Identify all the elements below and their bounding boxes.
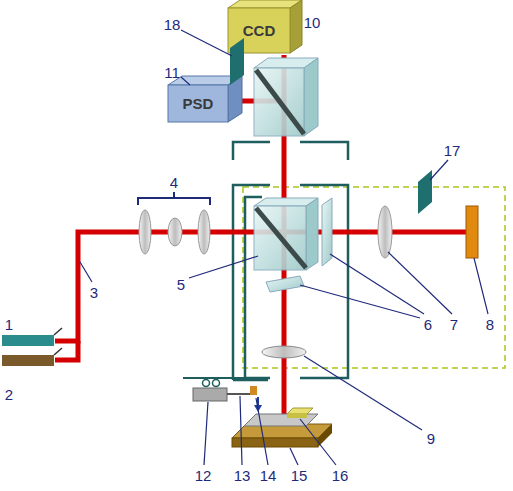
callout-number: 1: [5, 317, 13, 332]
callout-number: 8: [486, 317, 494, 332]
callout-number: 14: [260, 468, 277, 483]
callout-number: 16: [332, 468, 349, 483]
device-label: PSD: [183, 95, 214, 112]
callout-number: 17: [444, 143, 461, 158]
callout-number: 5: [177, 277, 185, 292]
callout-number: 7: [450, 317, 458, 332]
callout-number: 2: [5, 387, 13, 402]
callout-number: 9: [427, 431, 435, 446]
psd-detector: PSD: [168, 85, 228, 122]
callout-number: 12: [195, 468, 212, 483]
callout-number: 11: [164, 65, 180, 80]
callout-number: 6: [424, 317, 432, 332]
callout-number: 13: [234, 468, 251, 483]
ccd-camera: CCD: [228, 8, 290, 53]
callout-number: 18: [164, 17, 181, 32]
callout-number: 15: [291, 468, 308, 483]
callout-number: 3: [90, 285, 98, 300]
callout-number: 4: [170, 175, 178, 190]
device-label: CCD: [243, 22, 276, 39]
callout-number: 10: [304, 15, 321, 30]
